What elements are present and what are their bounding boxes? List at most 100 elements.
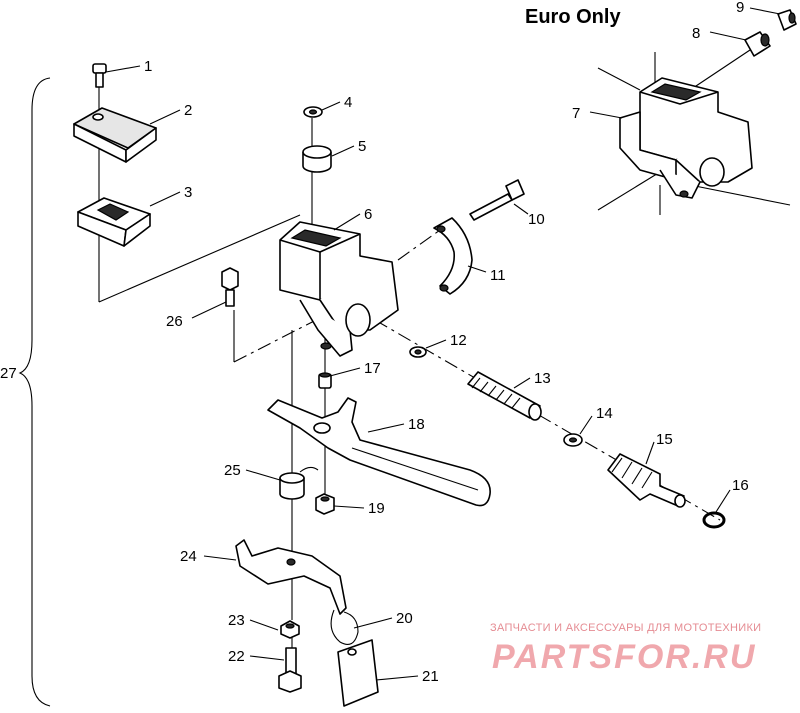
callout-18: 18: [408, 416, 425, 433]
lever-pivot: [313, 422, 331, 434]
cover-side: [125, 127, 157, 163]
part-4-washer: [303, 106, 323, 118]
leader-lines: [105, 7, 781, 681]
part-8-bushing: [744, 31, 771, 57]
oring: [702, 511, 726, 529]
part-3-diaphragm: [77, 197, 151, 247]
clamp-hole-top: [436, 225, 446, 233]
cover-hole: [92, 113, 104, 121]
boot-end: [528, 403, 542, 421]
body-opening: [290, 229, 342, 247]
body-bore-end: [345, 303, 371, 337]
bolt26-shank: [225, 289, 235, 307]
callout-20: 20: [396, 610, 413, 627]
part-15-piston: [607, 453, 686, 508]
callout-22: 22: [228, 648, 245, 665]
part-14-clip: [563, 433, 583, 447]
assembly-bracket-27: [18, 77, 51, 707]
callout-8: 8: [692, 25, 700, 42]
bracket-hole: [286, 558, 296, 566]
euro-pivot-hole: [679, 190, 689, 198]
part-20-ring: [330, 609, 359, 645]
callout-1: 1: [144, 58, 152, 75]
tag-hole: [347, 648, 357, 656]
euro-line-f: [689, 184, 791, 206]
part-23-nut: [280, 620, 300, 639]
part-11-clamp: [433, 217, 473, 295]
part-2-cover: [73, 107, 157, 163]
callout-5: 5: [358, 138, 366, 155]
part-13-boot: [467, 371, 542, 421]
callout-6: 6: [364, 206, 372, 223]
bracket-body: [235, 539, 347, 615]
callout-7: 7: [572, 105, 580, 122]
spring-top: [279, 472, 305, 484]
piston-end: [674, 494, 686, 508]
euro-body-opening: [650, 83, 702, 101]
callout-26: 26: [166, 313, 183, 330]
line-bolt-26: [233, 317, 321, 363]
bolt-head: [505, 179, 525, 201]
diaphragm-side: [123, 213, 151, 247]
bolt-shank: [469, 193, 513, 221]
plug-end: [788, 12, 796, 24]
line-clamp: [397, 229, 441, 261]
diaphragm-center: [96, 203, 130, 221]
part-24-bracket: [235, 539, 347, 615]
washer-inner: [308, 109, 318, 115]
callout-16: 16: [732, 477, 749, 494]
watermark: ЗАПЧАСТИ И АКСЕССУАРЫ ДЛЯ МОТОТЕХНИКИ PA…: [490, 622, 761, 676]
bolt22-head: [278, 670, 302, 693]
callout-2: 2: [184, 102, 192, 119]
piston-body: [607, 453, 685, 507]
cap-top: [302, 145, 332, 159]
boot-ribs: [471, 377, 521, 409]
spring-body: [279, 478, 305, 500]
part-26-bolt: [221, 267, 239, 307]
nut19-hole: [320, 496, 330, 502]
screw-shank: [95, 72, 104, 88]
callout-25: 25: [224, 462, 241, 479]
part-16-oring: [702, 511, 726, 529]
part-25-spring: [279, 466, 319, 500]
callout-14: 14: [596, 405, 613, 422]
part-10-bolt: [469, 179, 525, 221]
euro-body-left: [619, 111, 677, 181]
callout-19: 19: [368, 500, 385, 517]
body-pivot-hole: [320, 342, 332, 350]
callout-21: 21: [422, 668, 439, 685]
bolt22-shank: [285, 647, 297, 675]
clip14-inner: [568, 437, 578, 443]
callout-10: 10: [528, 211, 545, 228]
nut23: [280, 620, 300, 639]
clamp-hole-bottom: [439, 284, 449, 292]
boot-body: [467, 371, 541, 419]
line-cover-to-body: [98, 214, 301, 303]
callout-23: 23: [228, 612, 245, 629]
euro-line-c: [689, 49, 751, 91]
callout-4: 4: [344, 94, 352, 111]
callout-12: 12: [450, 332, 467, 349]
euro-body-bore: [675, 111, 753, 183]
callout-numbers: 1 2 3 4 5 6 7 8 9 10 11 12 13 14 15 16 1…: [0, 0, 749, 685]
title-euro-only: Euro Only: [525, 6, 621, 28]
bushing17-top: [319, 372, 331, 378]
nut23-hole: [285, 623, 295, 629]
part-1-screw: [92, 63, 107, 88]
part-21-tag: [337, 639, 379, 707]
body-lug: [299, 299, 353, 357]
euro-line-d: [597, 171, 661, 211]
tag-body: [337, 639, 379, 707]
part-5-cap: [302, 145, 332, 173]
euro-line-a: [597, 67, 641, 91]
piston-grooves: [611, 457, 653, 489]
lever-ridge: [351, 447, 479, 491]
screw-head: [92, 63, 107, 74]
callout-24: 24: [180, 548, 197, 565]
washer12-inner: [414, 349, 422, 355]
euro-bore-end: [699, 157, 725, 187]
callout-15: 15: [656, 431, 673, 448]
watermark-brand: PARTSFOR.RU: [492, 638, 756, 676]
callout-13: 13: [534, 370, 551, 387]
